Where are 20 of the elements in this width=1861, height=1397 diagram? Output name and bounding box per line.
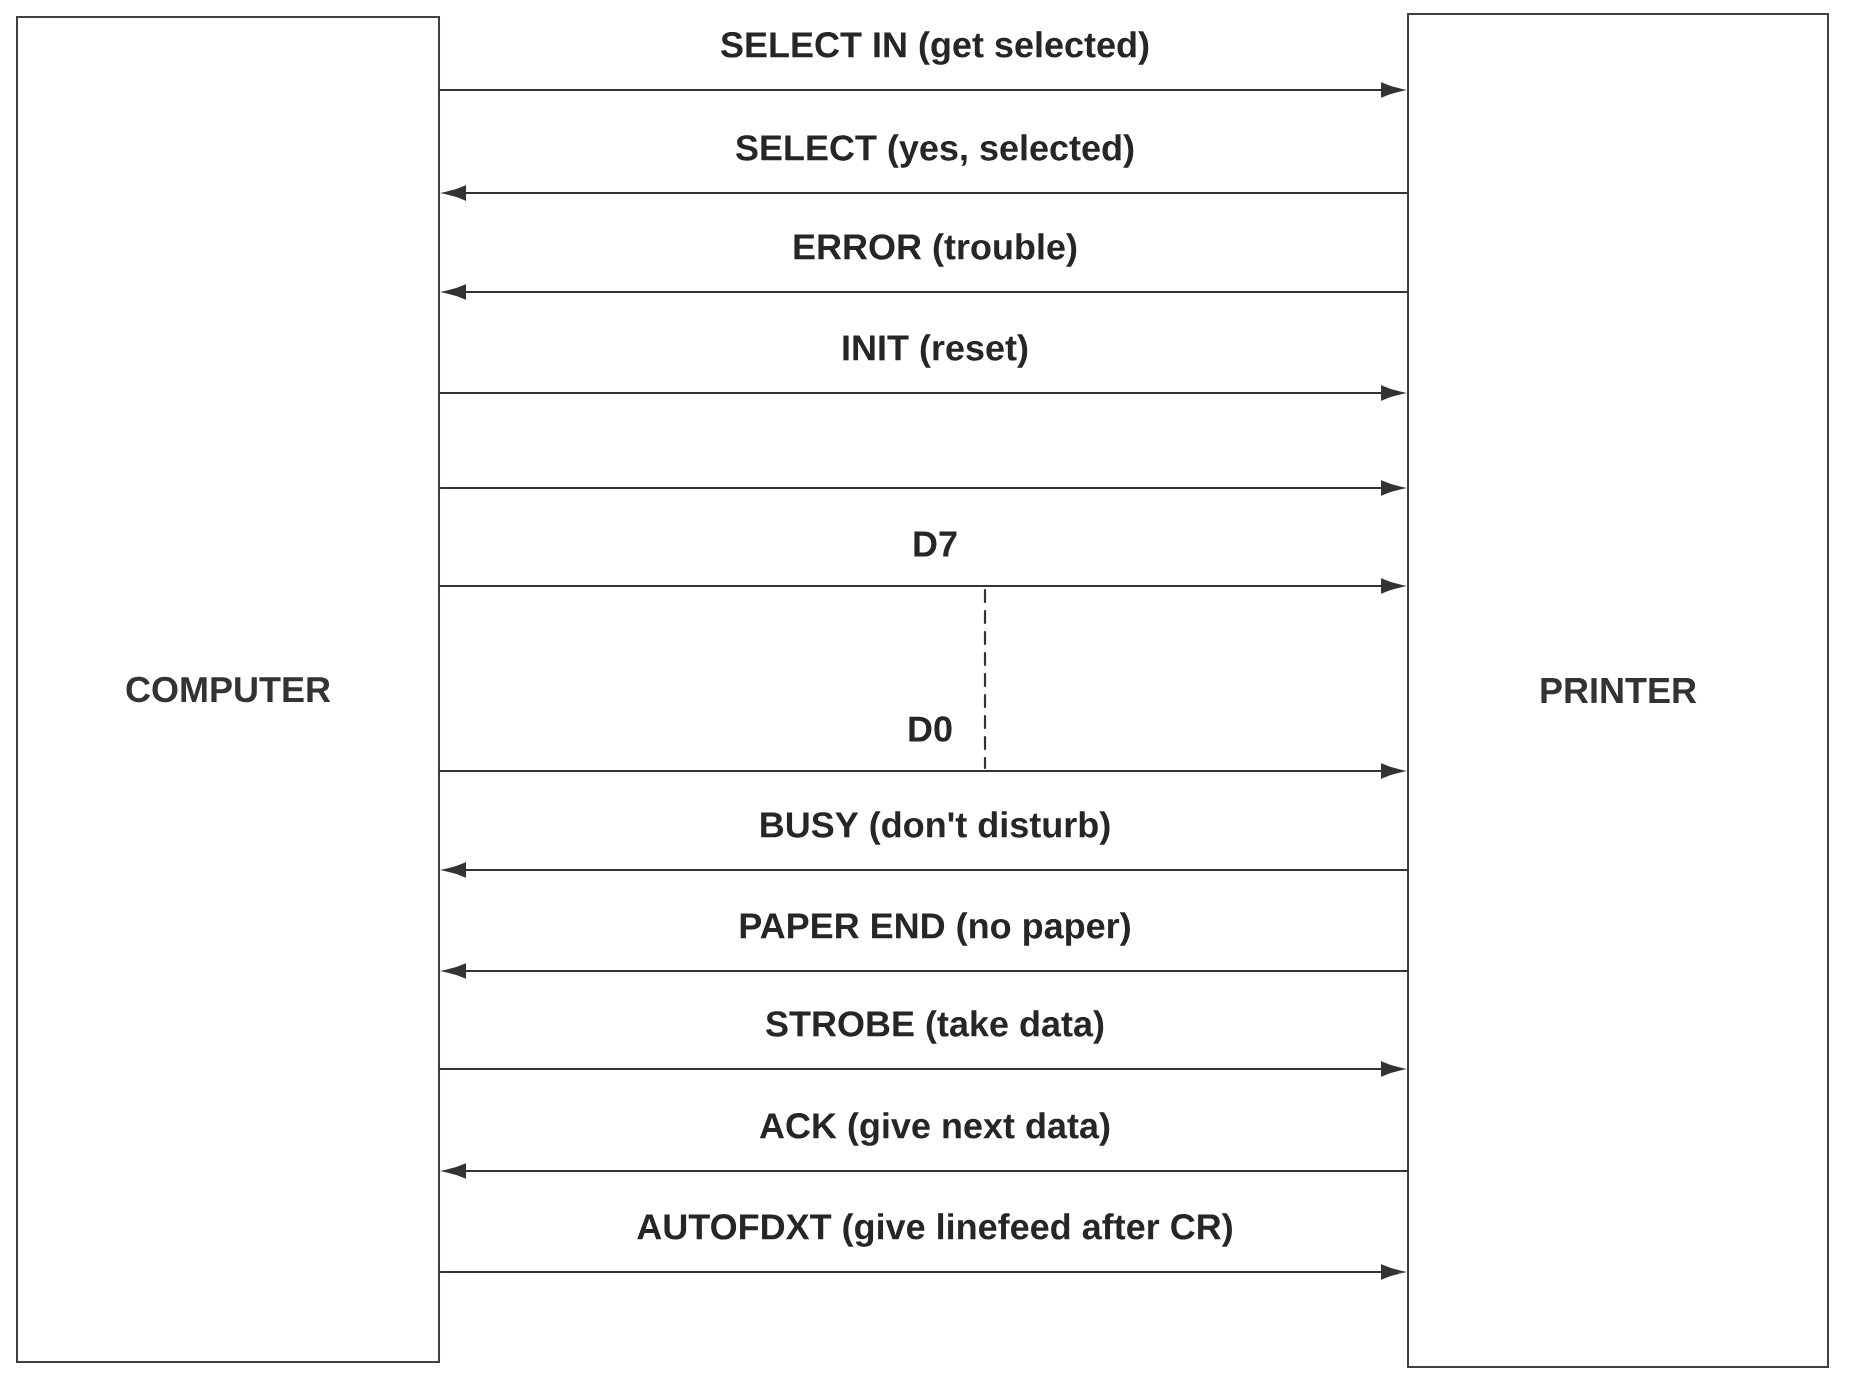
device-box: COMPUTER [16,16,440,1363]
arrow [439,82,1404,98]
signal-label: D0 [906,715,954,743]
arrow [439,480,1404,496]
device-box: PRINTER [1407,13,1829,1368]
arrow [439,1061,1404,1077]
signal-label: AUTOFDXT (give linefeed after CR) [635,1212,1235,1248]
signal-label: D7 [911,530,959,558]
arrow [439,1264,1404,1280]
arrow [439,578,1404,594]
arrow [439,763,1404,779]
arrow [439,385,1404,401]
signal-label: SELECT (yes, selected) [733,133,1137,169]
signal-label: ERROR (trouble) [791,232,1079,268]
signal-label: BUSY (don't disturb) [757,810,1113,846]
signal-label: INIT (reset) [840,333,1031,369]
signal-label: ACK (give next data) [758,1111,1113,1147]
signal-label: SELECT IN (get selected) [718,30,1152,66]
signal-label: STROBE (take data) [764,1009,1107,1045]
signal-label: PAPER END (no paper) [737,911,1133,947]
